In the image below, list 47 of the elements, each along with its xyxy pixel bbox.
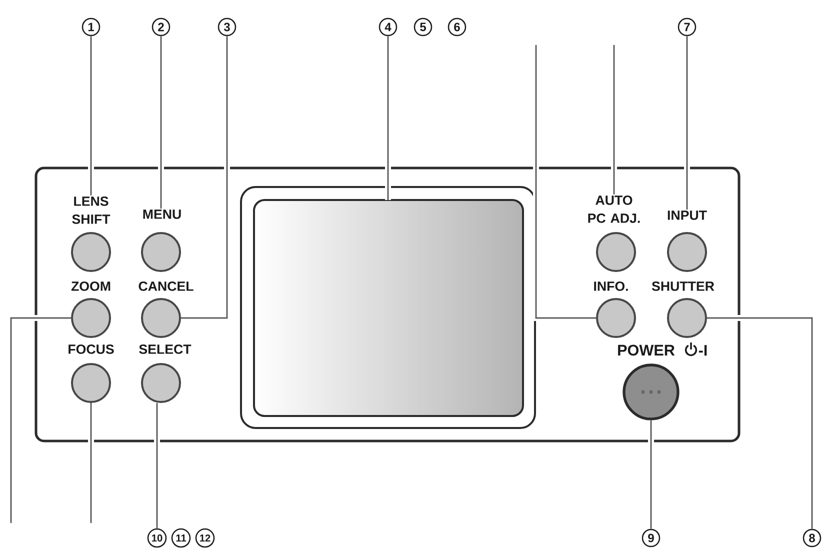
leader-line (158, 36, 164, 209)
leader-line (88, 36, 94, 196)
node-label: AUTO PC ADJ. (588, 196, 640, 223)
node-label: INFO. (594, 282, 628, 291)
node-label: ZOOM (71, 282, 110, 291)
push-button: LENS SHIFT (71, 196, 111, 272)
callout-number: 6 (448, 18, 466, 36)
node-label: SELECT (139, 344, 192, 354)
node-label: INPUT (668, 210, 707, 220)
leader-line (533, 45, 596, 321)
callout-number: 1 (82, 18, 100, 36)
push-button: AUTO PC ADJ. (588, 196, 640, 272)
callout-number: 10 (147, 528, 167, 548)
push-button: MENU (141, 210, 181, 272)
callout-number: 5 (414, 18, 432, 36)
leader-line (648, 420, 654, 529)
power-button: POWER -I (618, 344, 707, 420)
callout-number: 8 (802, 528, 822, 548)
leader-line (181, 36, 230, 321)
leader-line (8, 315, 71, 523)
node-label: CANCEL (138, 282, 194, 291)
push-button: SELECT (139, 344, 192, 403)
leader-line (88, 403, 94, 523)
callout-number: 4 (378, 18, 398, 36)
callout-number: 11 (171, 528, 191, 548)
leader-line (684, 36, 690, 210)
push-button: CANCEL (138, 282, 194, 338)
node-label: LENS SHIFT (72, 196, 110, 224)
display-screen (253, 199, 524, 417)
callout-number: 12 (195, 528, 215, 548)
node-label: FOCUS (68, 344, 114, 354)
leader-line (707, 315, 815, 529)
push-button: SHUTTER (652, 282, 714, 338)
node-label: MENU (143, 210, 181, 219)
push-button: INPUT (667, 210, 707, 272)
push-button: ZOOM (71, 282, 111, 338)
leader-line (385, 36, 391, 200)
callout-number: 7 (678, 18, 696, 36)
leader-line (154, 403, 160, 528)
callout-number: 2 (152, 18, 170, 36)
callout-number: 3 (218, 18, 236, 36)
leader-line (611, 45, 617, 194)
push-button: FOCUS (68, 344, 114, 403)
push-button: INFO. (594, 282, 636, 338)
control-panel (34, 166, 740, 442)
callout-number: 9 (642, 528, 660, 548)
node-label: SHUTTER (652, 282, 714, 291)
